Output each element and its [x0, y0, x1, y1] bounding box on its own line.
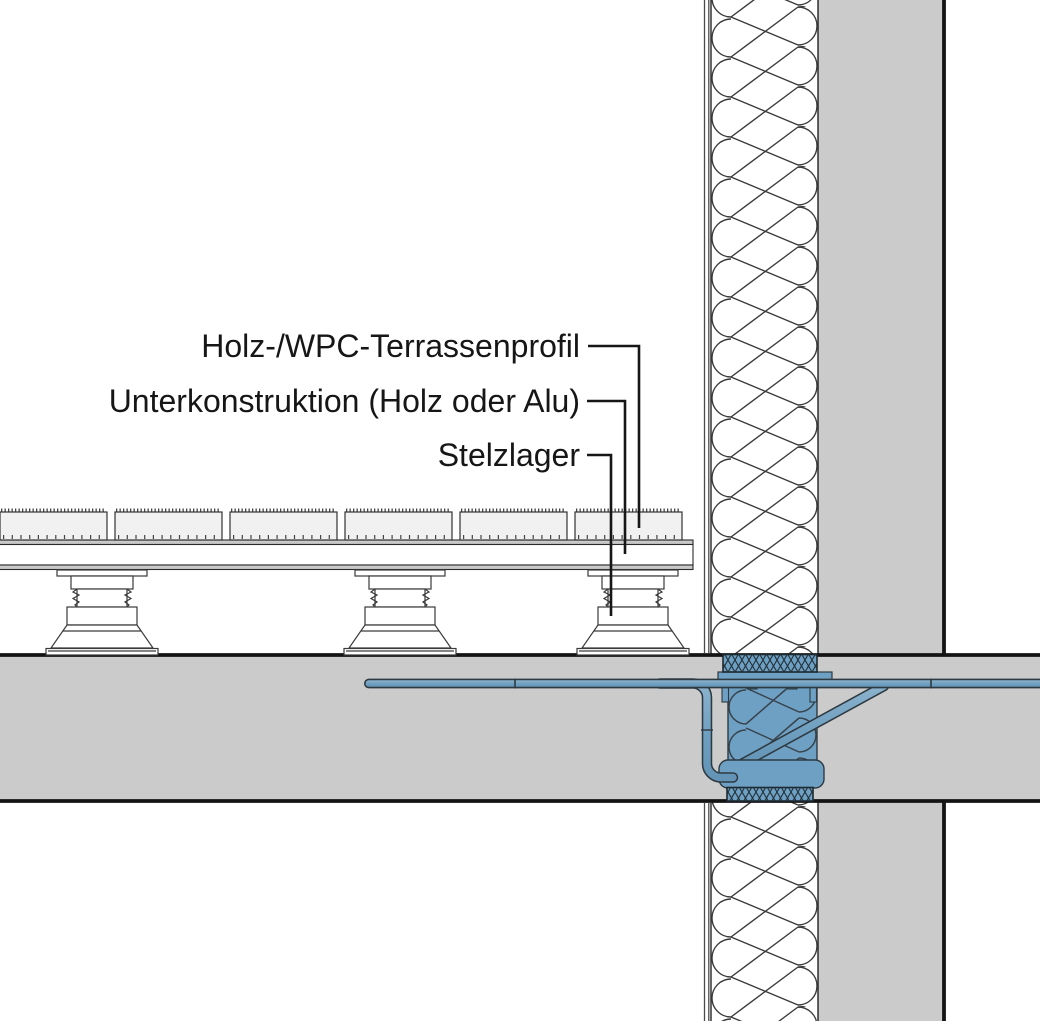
mesh-strip-top [722, 653, 818, 673]
deck-board [573, 508, 684, 542]
floor-slab [0, 653, 1040, 803]
horizontal-tension-bar [364, 678, 1040, 689]
deck-board [458, 508, 569, 542]
leader-lines [587, 344, 641, 616]
leader-terrassenprofil [588, 344, 641, 528]
substructure-web [0, 543, 694, 566]
label-stelzlager: Stelzlager [437, 437, 580, 473]
pedestal [45, 569, 159, 656]
label-unterkonstruktion: Unterkonstruktion (Holz oder Alu) [108, 383, 580, 419]
leader-unterkonstruktion [587, 399, 627, 554]
slab-concrete [0, 655, 1040, 801]
deck-board [343, 508, 454, 542]
deck-boards [0, 508, 684, 542]
leader-stelzlager [587, 453, 613, 616]
diagonal-shear-bar [730, 680, 890, 773]
substructure-bottom-flange [0, 564, 694, 571]
deck-board [113, 508, 224, 542]
label-terrassenprofil: Holz-/WPC-Terrassenprofil [201, 328, 580, 364]
exterior-wall [703, 0, 946, 1021]
pedestals [45, 569, 690, 656]
concrete-wall-upper [817, 0, 945, 658]
deck-board [0, 508, 109, 542]
facade-cladding-lines [703, 0, 710, 1021]
wall-insulation-lower [710, 801, 819, 1021]
substructure [0, 539, 694, 571]
pedestal [576, 569, 690, 656]
pedestal [343, 569, 457, 656]
thermal-break-element [364, 653, 1040, 802]
concrete-wall-lower [817, 800, 945, 1021]
substructure-top-flange [0, 539, 694, 546]
deck-board [228, 508, 339, 542]
mesh-strip-bottom [726, 786, 814, 802]
wall-insulation-upper [710, 0, 819, 657]
